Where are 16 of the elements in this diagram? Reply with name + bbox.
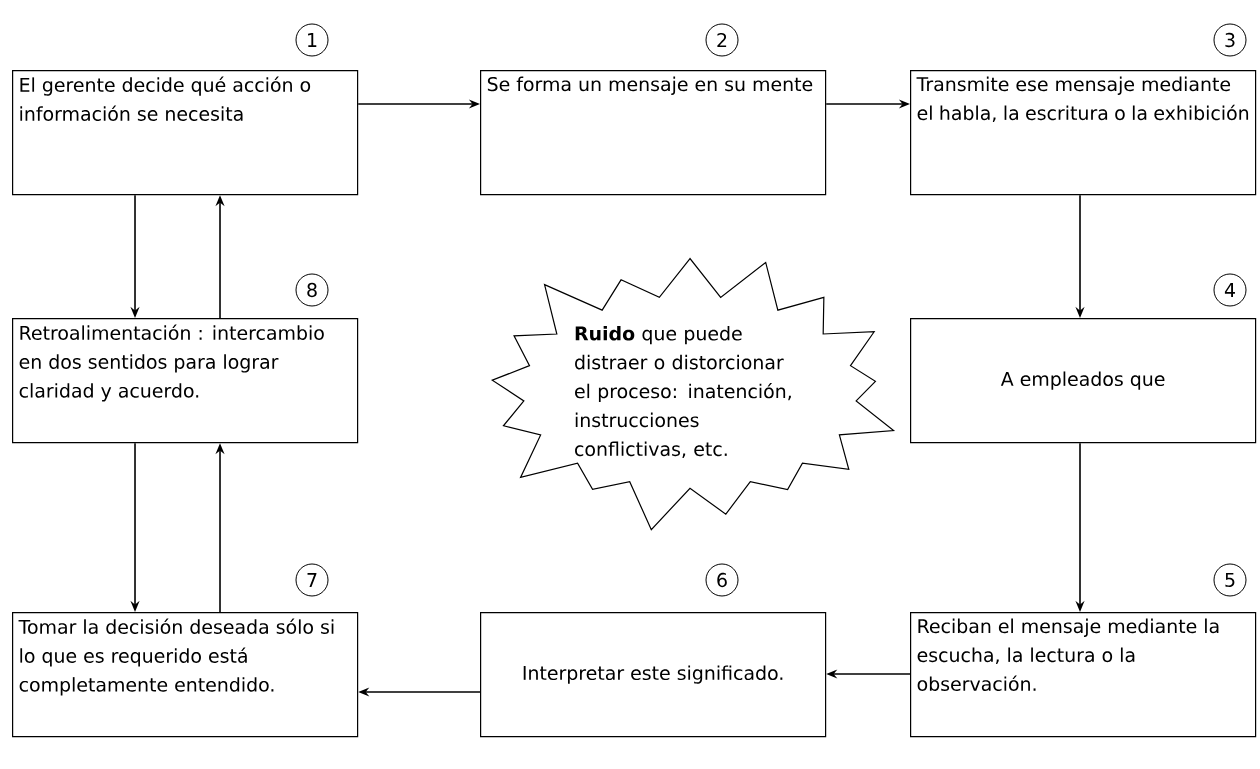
process-box: Se forma un mensaje en su mente: [480, 70, 827, 196]
callout-number: 8: [295, 273, 329, 307]
callout-number: 5: [1213, 563, 1247, 597]
callout-number: 4: [1213, 273, 1247, 307]
callout-number: 6: [705, 563, 739, 597]
process-box: Reciban el mensaje mediante la escucha, la lectura o la observación.: [910, 612, 1257, 738]
process-box: Retroalimentación : intercambio en dos sentidos para lograr claridad y acuerdo.: [12, 318, 359, 444]
callout-number: 1: [295, 23, 329, 57]
callout-number: 2: [705, 23, 739, 57]
callout-number: 3: [1213, 23, 1247, 57]
process-box: Interpretar este significado.: [480, 612, 827, 738]
process-box: Tomar la decisión deseada sólo si lo que es requerido está completamente entendido.: [12, 612, 359, 738]
process-box: El gerente decide qué acción o información se necesita: [12, 70, 359, 196]
process-box: A empleados que: [910, 318, 1257, 444]
process-box: Transmite ese mensaje mediante el habla, la escritura o la exhibición: [910, 70, 1257, 196]
callout-number: 7: [295, 563, 329, 597]
